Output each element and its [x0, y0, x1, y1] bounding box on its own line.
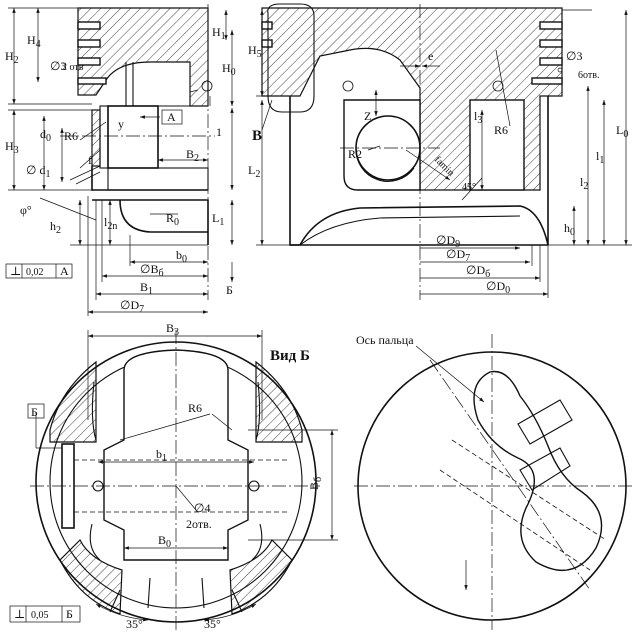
- label-z: Z: [364, 109, 371, 123]
- label-d7-left: ∅D7: [120, 298, 144, 315]
- datum-flag-b: Б: [31, 405, 38, 419]
- label-pin-axis: Ось пальца: [356, 333, 414, 347]
- view-b: [9, 330, 338, 630]
- label-h0-small: h0: [564, 221, 575, 238]
- tol-datum-a: A: [60, 264, 69, 278]
- half-section-labels: H2 H4 ∅3 2 отв H3 R6 d0 ∅ d1 y f A 1 B2 …: [5, 25, 236, 315]
- full-section-view: [256, 3, 632, 300]
- label-b1: B1: [140, 280, 153, 297]
- view-b-title: Вид Б: [270, 348, 310, 364]
- label-h4: H4: [27, 33, 41, 50]
- label-d6: ∅Dб: [466, 263, 490, 280]
- label-r6-left: R6: [64, 129, 78, 143]
- label-d4: ∅4: [194, 501, 210, 515]
- label-r6-right: R6: [494, 123, 508, 137]
- label-b0: b0: [176, 248, 187, 265]
- label-l2n: l2n: [104, 215, 117, 232]
- label-b6-bottom: Bб: [307, 477, 324, 490]
- label-h2-bottom: h2: [50, 219, 61, 236]
- label-angle-45: 45°: [462, 182, 476, 193]
- label-h4-right: H1: [212, 25, 226, 42]
- datum-box-a: A: [167, 110, 176, 124]
- label-l1-small: l1: [596, 149, 604, 166]
- label-h5: H5: [248, 43, 262, 60]
- label-e: e: [428, 49, 433, 63]
- label-r6-bottom: R6: [188, 401, 202, 415]
- label-phi: φ°: [20, 203, 32, 217]
- label-angle-35-right: 35°: [204, 617, 221, 631]
- label-b3: B3: [166, 321, 179, 338]
- label-h2: H2: [5, 49, 19, 66]
- half-section-view: [5, 4, 234, 316]
- pin-axis-view: [354, 334, 634, 630]
- tol-symbol-left: ⊥: [10, 264, 21, 278]
- label-2-holes-bottom: 2отв.: [186, 517, 212, 531]
- label-b0-bottom: B0: [158, 533, 171, 550]
- label-d0-big: ∅D0: [486, 279, 510, 296]
- label-h3: H3: [5, 139, 19, 156]
- label-d0: d0: [40, 127, 51, 144]
- label-b2: B2: [186, 147, 199, 164]
- tol-value-left: 0,02: [26, 267, 44, 278]
- label-r0: R0: [166, 211, 179, 228]
- label-b1-bottom: b1: [156, 447, 167, 464]
- label-y: y: [118, 117, 124, 131]
- label-callout-b: B: [252, 128, 262, 144]
- tol-symbol-bottom: ⊥: [14, 607, 25, 621]
- label-l2-big: L2: [248, 163, 260, 180]
- label-6-holes: 6отв.: [578, 70, 599, 81]
- label-l0: L0: [616, 123, 628, 140]
- label-l3: l3: [474, 109, 482, 126]
- view-mark-b: Б: [226, 283, 233, 297]
- label-d7-right: ∅D7: [446, 247, 470, 264]
- label-d1: ∅ d1: [26, 163, 50, 180]
- label-angle-35-left: 35°: [126, 617, 143, 631]
- tol-datum-b: Б: [66, 607, 73, 621]
- label-r2: R2: [348, 147, 362, 161]
- label-b6: ∅Bб: [140, 262, 164, 279]
- label-d3-left: ∅3: [50, 59, 66, 73]
- label-f: f: [88, 153, 92, 167]
- label-1: 1: [216, 125, 222, 139]
- label-d9: ∅D9: [436, 233, 460, 250]
- tol-value-bottom: 0,05: [31, 610, 49, 621]
- label-d3-right: ∅3: [566, 49, 582, 63]
- label-l2-small: l2: [580, 175, 588, 192]
- label-h0: H0: [222, 61, 236, 78]
- label-2-holes: 2 отв: [62, 62, 84, 73]
- view-b-labels: B3 Вид Б R6 b1 Bб ∅4 2отв. B0 35° 35° Б …: [14, 321, 324, 631]
- label-l1: L1: [212, 211, 224, 228]
